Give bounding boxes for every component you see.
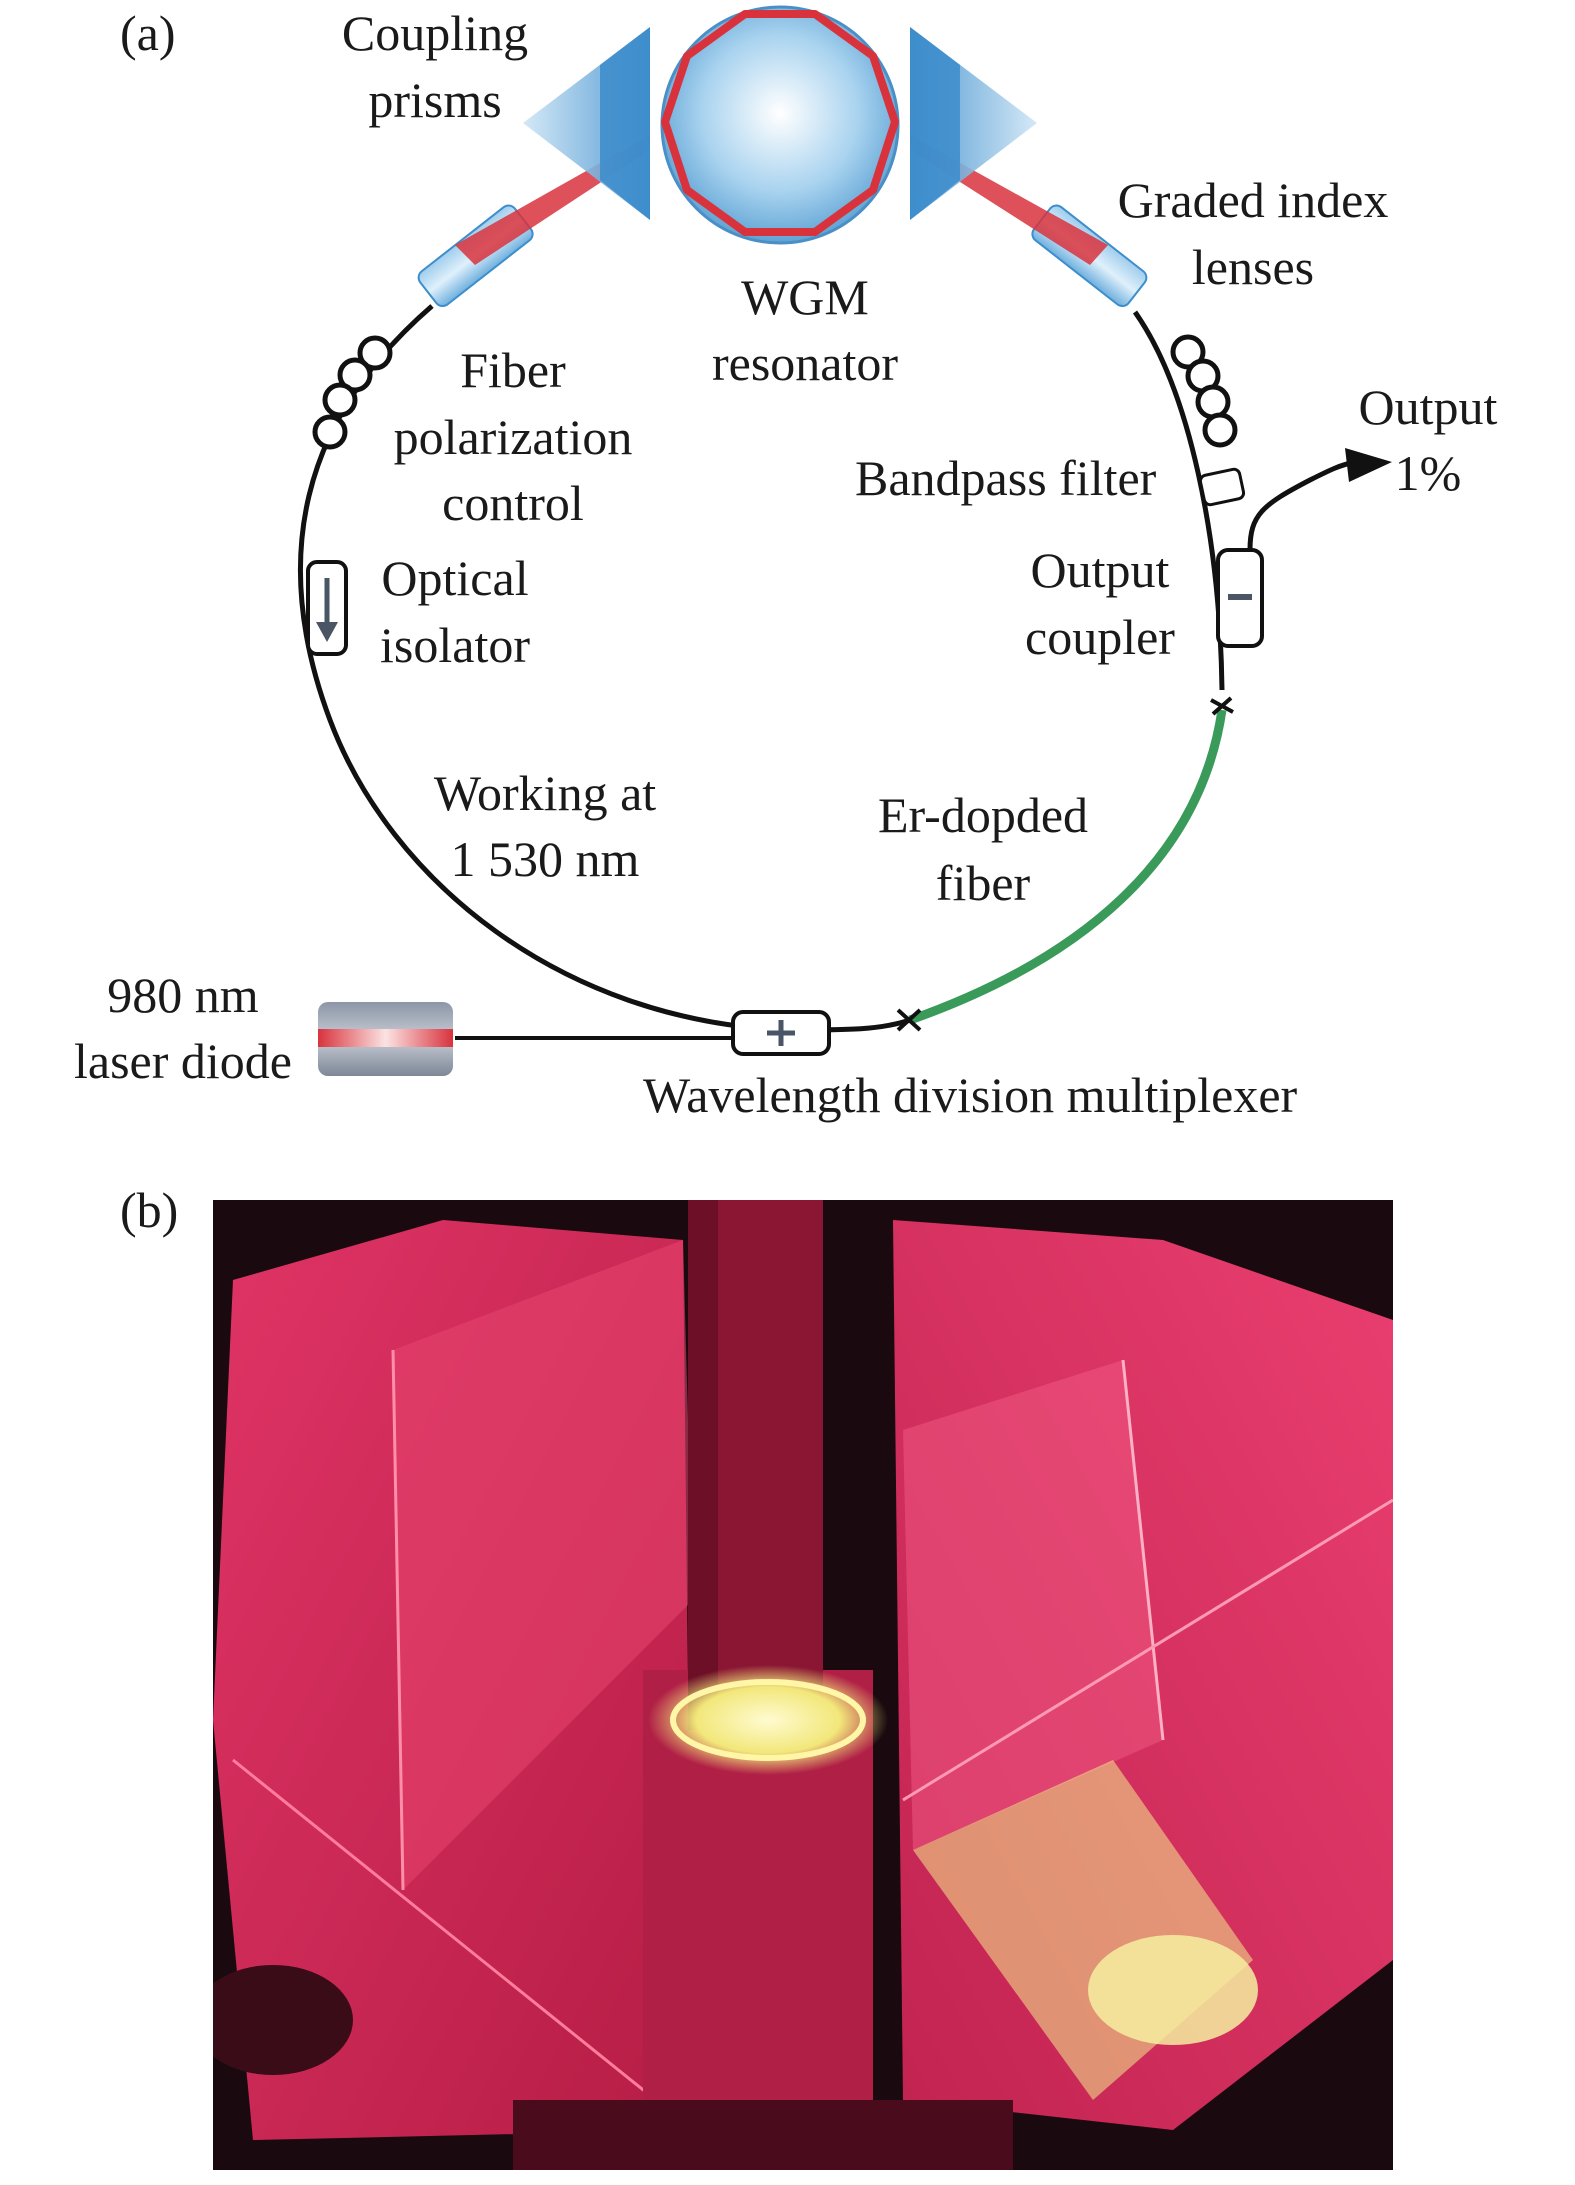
splice-mark-lower [896,1008,922,1032]
label-working-1: Working at [433,765,657,821]
label-output-coupler-2: coupler [1025,609,1175,665]
fiber-ring-laser-diagram [298,5,1392,1076]
polarization-controller-right [1170,334,1238,448]
output-arrow [1345,448,1392,482]
photo-prism-left-diagonal [232,1758,694,2132]
label-polarization-1: Fiber [460,342,566,398]
label-polarization-3: control [442,475,584,531]
output-coupler [1216,548,1264,648]
wavelength-division-multiplexer [731,1010,831,1056]
splice-mark-upper [1210,696,1234,716]
label-wgm-2: resonator [711,335,899,391]
optical-isolator [306,560,348,656]
panel-a-tag: (a) [120,5,176,61]
label-output-1: Output [1358,379,1498,435]
er-doped-fiber [908,709,1227,1025]
label-er-fiber-2: fiber [935,855,1031,911]
photo-prism-left-edge [391,1349,405,1891]
label-isolator-1: Optical [381,550,529,606]
coupling-prism-right [910,27,1037,220]
photo-holder-arm-shadow [688,1200,718,1730]
label-laser-diode-1: 980 nm [107,967,259,1023]
label-output-2: 1% [1394,445,1462,501]
coupling-prism-left [523,27,650,220]
label-wdm: Wavelength division multiplexer [643,1067,1298,1123]
label-polarization-2: polarization [393,409,633,465]
bandpass-filter [1198,467,1246,507]
photo-prism-left-face [393,1240,693,1890]
photo-prism-right-face [903,1360,1163,1850]
panel-b-tag: (b) [120,1182,179,1238]
label-grin-1: Graded index [1117,172,1389,228]
photo-grin-lens-right [1088,1935,1258,2045]
label-laser-diode-2: laser diode [74,1033,292,1089]
label-coupling-prisms-2: prisms [368,72,502,128]
photo-base [513,2100,1013,2170]
label-coupling-prisms-1: Coupling [341,5,529,61]
photo-resonator-disk [670,1679,866,1761]
wgm-resonator [660,5,900,245]
label-bandpass-filter: Bandpass filter [855,450,1157,506]
photo-grin-lens-left [213,1965,353,2075]
label-working-2: 1 530 nm [450,831,640,887]
resonator-photo [213,1200,1393,2170]
laser-diode [318,1002,453,1076]
label-er-fiber-1: Er-dopded [877,787,1089,843]
label-wgm-1: WGM [741,269,869,325]
label-grin-2: lenses [1191,239,1315,295]
label-isolator-2: isolator [380,617,530,673]
polarization-controller-left [312,335,393,450]
output-fiber [1247,459,1356,551]
photo-prism-right-edge [1121,1359,1165,1741]
photo-prism-right-diagonal [902,1498,1393,1802]
label-output-coupler-1: Output [1030,542,1170,598]
